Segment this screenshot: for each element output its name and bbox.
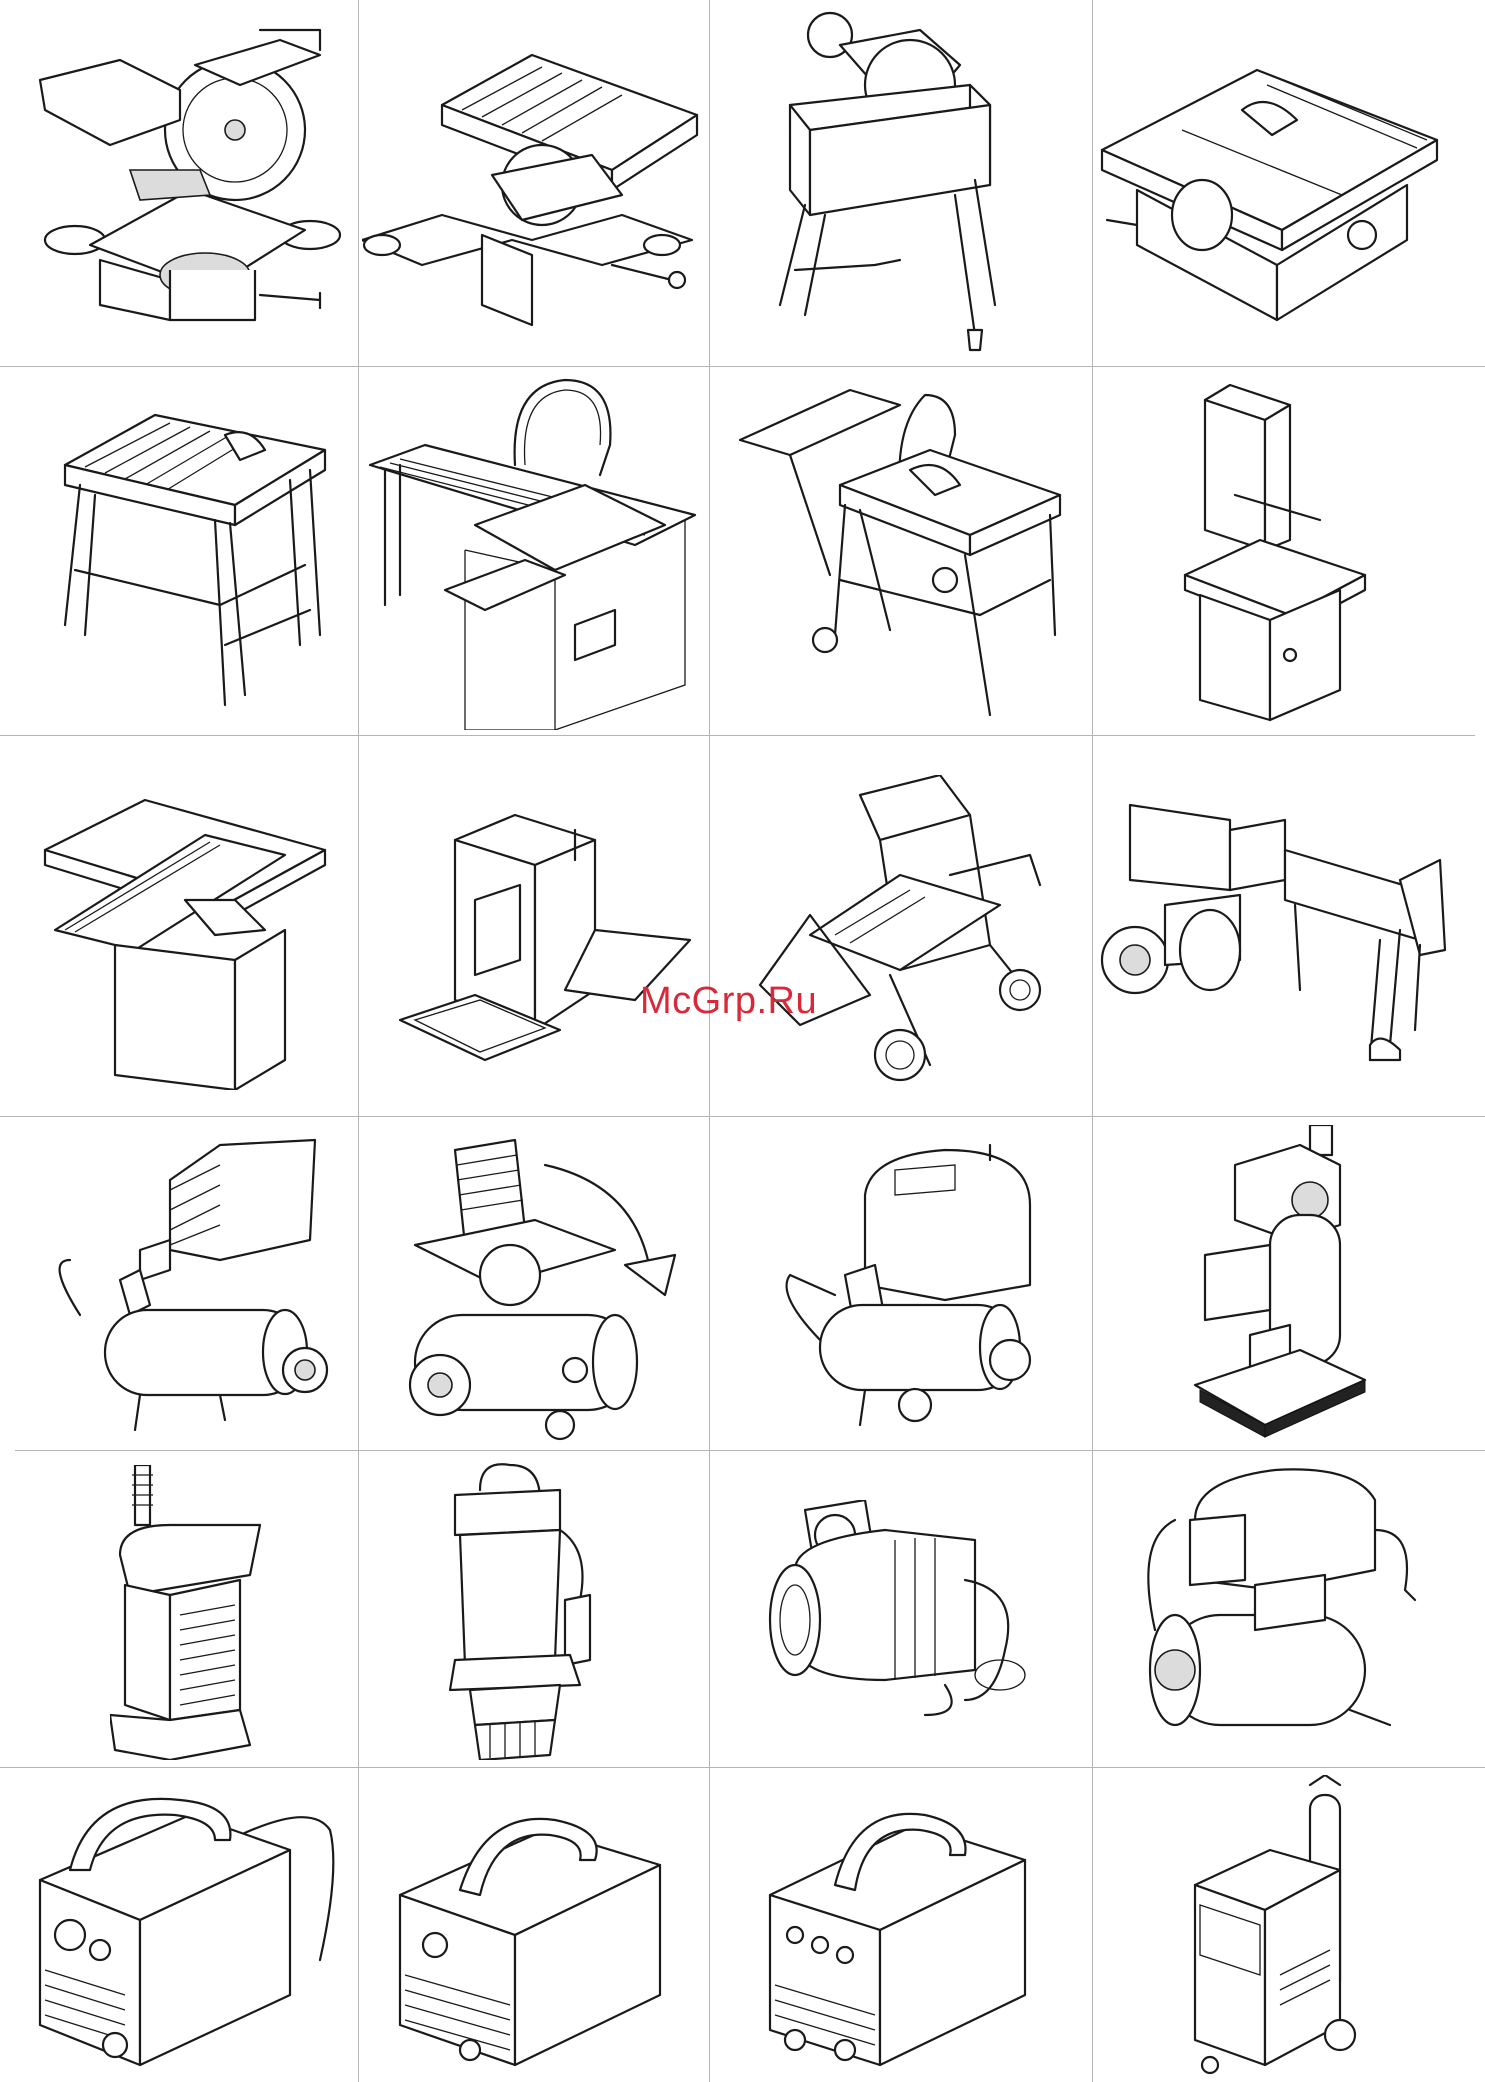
mitre-saw-illustration [20,20,350,340]
pressure-booster-illustration [1135,1460,1435,1740]
submersible-pump-dirty-illustration [440,1460,600,1760]
compressor-oil-free-illustration [40,1130,340,1440]
grid-hline-4 [15,1450,1485,1451]
compressor-belt-illustration [395,1135,680,1445]
grid-vline-3 [1092,0,1093,2082]
product-garden-pump[interactable] [765,1500,1035,1720]
product-thickness-planer[interactable] [395,810,695,1100]
product-mitre-saw-slide[interactable] [20,20,350,340]
welder-mig-illustration [1190,1775,1365,2075]
mitre-saw-stand-illustration [760,5,1020,360]
product-compressor-silent[interactable] [765,1135,1045,1435]
planer-jointer-illustration [35,770,335,1090]
table-saw-benchtop-illustration [1097,30,1442,350]
product-table-saw-benchtop[interactable] [1097,30,1442,350]
product-log-saw-cradle[interactable] [750,775,1070,1095]
compressor-silent-illustration [765,1135,1045,1435]
submersible-pump-clean-illustration [110,1465,300,1760]
product-band-saw[interactable] [1180,380,1380,725]
grid-vline-1 [358,0,359,2082]
welder-tig-illustration [765,1785,1035,2070]
garden-pump-illustration [765,1500,1035,1720]
product-submersible-pump-clean[interactable] [110,1465,300,1760]
watermark-logo: McGrp.Ru [640,980,860,1023]
product-planer-jointer[interactable] [35,770,335,1090]
product-submersible-pump-dirty[interactable] [440,1460,600,1760]
product-compressor-belt[interactable] [395,1135,680,1445]
product-site-saw-wheeled[interactable] [730,375,1075,725]
product-sliding-table-saw[interactable] [365,375,700,730]
product-welder-tig[interactable] [765,1785,1035,2070]
table-mitre-saw-illustration [362,25,707,345]
product-log-splitter[interactable] [1100,790,1480,1080]
compressor-vertical-illustration [1190,1125,1380,1445]
product-pressure-booster[interactable] [1135,1460,1435,1740]
product-compressor-vertical[interactable] [1190,1125,1380,1445]
grid-hline-2 [0,735,1475,736]
product-mitre-saw-stand[interactable] [760,5,1020,360]
product-table-mitre-saw[interactable] [362,25,707,345]
band-saw-illustration [1180,380,1380,725]
welder-inverter-1-illustration [30,1780,340,2070]
thickness-planer-illustration [395,810,695,1100]
table-saw-stand-illustration [55,395,335,715]
site-saw-wheeled-illustration [730,375,1075,725]
sliding-table-saw-illustration [365,375,700,730]
log-saw-cradle-illustration [750,775,1070,1095]
grid-hline-1 [0,366,1485,367]
product-welder-mig[interactable] [1190,1775,1365,2075]
product-welder-inverter-2[interactable] [395,1805,670,2070]
product-welder-inverter-1[interactable] [30,1780,340,2070]
grid-hline-5 [0,1767,1485,1768]
grid-vline-2 [709,0,710,2082]
product-compressor-oil-free[interactable] [40,1130,340,1440]
product-table-saw-stand[interactable] [55,395,335,715]
grid-hline-3 [0,1116,1485,1117]
welder-inverter-2-illustration [395,1805,670,2070]
log-splitter-illustration [1100,790,1480,1080]
